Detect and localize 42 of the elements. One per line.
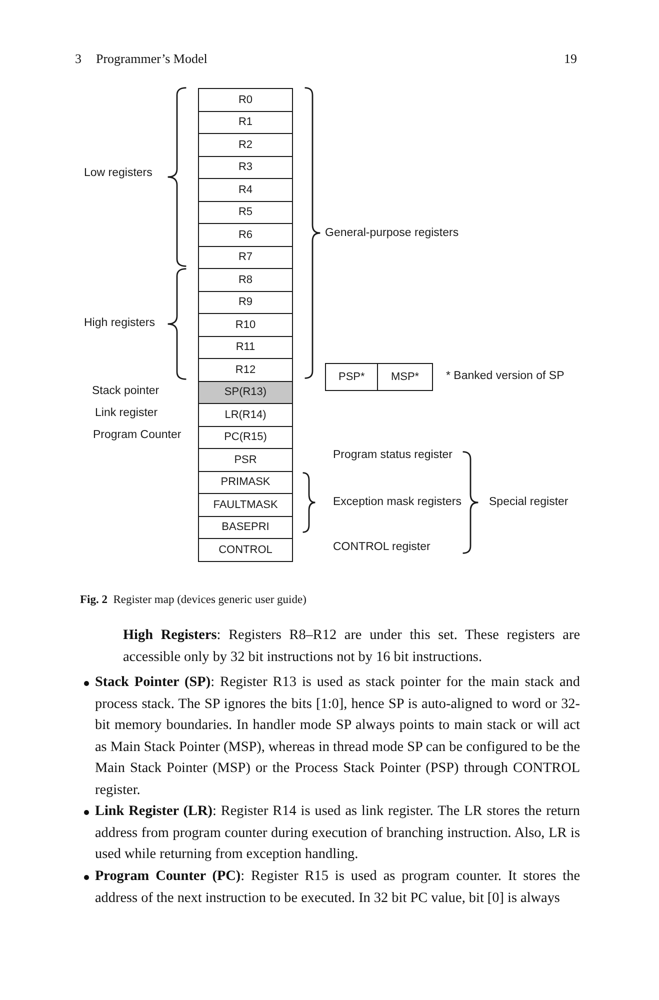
register-cell: PRIMASK bbox=[198, 470, 293, 494]
chapter-number: 3 bbox=[75, 51, 82, 67]
register-cell: R1 bbox=[198, 110, 293, 134]
register-cell: R8 bbox=[198, 268, 293, 292]
register-label: Link register bbox=[95, 406, 158, 420]
register-cell: PSP* bbox=[325, 363, 378, 391]
register-cell: R2 bbox=[198, 133, 293, 157]
page-number: 19 bbox=[563, 51, 577, 67]
register-cell: R12 bbox=[198, 358, 293, 382]
group-label: CONTROL register bbox=[333, 540, 430, 554]
group-label: Exception mask registers bbox=[333, 495, 462, 509]
list-item-text: Stack Pointer (SP): Register R13 is used as stack pointer for the main stack and process stack. The SP ignores the bits [1:0], hence SP is auto-aligned to word or 32-bit memory boundaries. In handler mode SP always points to main stack or will act as Main Stack Pointer (MSP), whereas in thread mode SP can be configured to be the Main Stack Pointer (MSP) or the Process Stack Pointer (PSP) through CONTROL register. bbox=[95, 673, 580, 800]
register-cell: R3 bbox=[198, 156, 293, 180]
figure-caption: Fig. 2 Register map (devices generic user guide) bbox=[80, 593, 306, 607]
group-label: Program status register bbox=[333, 448, 453, 462]
register-cell: FAULTMASK bbox=[198, 493, 293, 517]
register-cell: R6 bbox=[198, 223, 293, 247]
register-cell: SP(R13) bbox=[198, 380, 293, 404]
list-item-text: Program Counter (PC): Register R15 is used as program counter. It stores the address of the next instruction to be executed. In 32 bit PC value, bit [0] is always bbox=[95, 867, 580, 908]
footnote-text: * Banked version of SP bbox=[446, 369, 564, 383]
register-cell: CONTROL bbox=[198, 538, 293, 562]
register-cell: LR(R14) bbox=[198, 403, 293, 427]
register-cell: R7 bbox=[198, 246, 293, 270]
group-label: General-purpose registers bbox=[325, 226, 459, 240]
register-cell: PC(R15) bbox=[198, 426, 293, 450]
register-label: Program Counter bbox=[93, 428, 182, 442]
register-cell: BASEPRI bbox=[198, 516, 293, 540]
register-cell: PSR bbox=[198, 448, 293, 472]
register-cell: MSP* bbox=[377, 363, 433, 391]
register-label: Stack pointer bbox=[92, 384, 160, 398]
group-label: Special register bbox=[489, 495, 568, 509]
group-label: High registers bbox=[84, 316, 155, 330]
register-cell: R4 bbox=[198, 178, 293, 202]
register-cell: R10 bbox=[198, 313, 293, 337]
register-cell: R5 bbox=[198, 200, 293, 224]
register-cell: R11 bbox=[198, 336, 293, 360]
group-label: Low registers bbox=[84, 166, 152, 180]
list-item-text: Link Register (LR): Register R14 is used as link register. The LR stores the return address from program counter during execution of branching instruction. Also, LR is used while returning from exception handling. bbox=[95, 802, 580, 864]
chapter-title: Programmer’s Model bbox=[96, 51, 208, 67]
register-cell: R9 bbox=[198, 290, 293, 314]
register-cell: R0 bbox=[198, 88, 293, 112]
body-paragraph: High Registers: Registers R8–R12 are under this set. These registers are accessible only by 32 bit instructions not by 16 bit instructions. bbox=[123, 626, 580, 666]
